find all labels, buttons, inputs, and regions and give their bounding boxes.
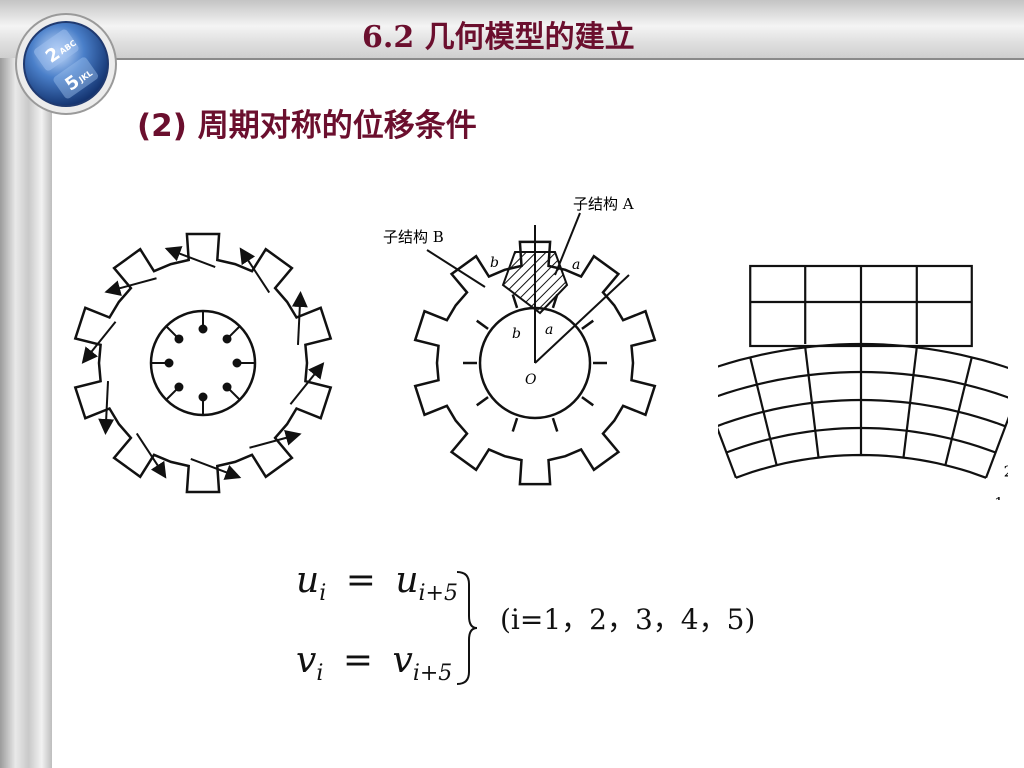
gear-outline: [73, 232, 333, 494]
edge-label-b-top: b: [490, 255, 499, 271]
eq2-rhs-sub: i+5: [412, 661, 453, 687]
figure-mesh-sector: 10594837261: [718, 250, 1008, 500]
eq1-equals: =: [345, 560, 376, 601]
eq1-rhs: u: [395, 560, 419, 601]
external-load-arrow: [81, 321, 117, 364]
inner-arrow-head: [174, 334, 184, 344]
eq1-rhs-sub: i+5: [418, 581, 458, 607]
label-substructure-b: 子结构 B: [383, 228, 444, 246]
external-load-arrow: [164, 246, 216, 269]
mesh-arc-line: [735, 453, 987, 479]
external-load-arrow: [104, 277, 157, 296]
eq1-lhs: u: [296, 560, 320, 601]
eq2-equals: =: [342, 640, 374, 681]
mesh-node-number-right: 1: [994, 494, 1004, 500]
sector-boundary-tick: [511, 417, 519, 432]
inner-arrow-head: [164, 358, 174, 368]
section-heading: (2) 周期对称的位移条件: [137, 108, 477, 144]
mesh-radial-line: [718, 426, 737, 479]
label-substructure-a: 子结构 A: [573, 195, 634, 213]
inner-arrow-head: [232, 358, 242, 368]
external-load-arrow: [135, 432, 167, 479]
sector-boundary-tick: [551, 417, 559, 432]
external-load-arrow: [249, 430, 302, 449]
eq1-lhs-sub: i: [319, 581, 327, 607]
equation-u: ui = ui+5: [296, 560, 458, 606]
center-label-o: O: [525, 372, 537, 388]
mesh-radial-line: [804, 347, 820, 458]
eq2-rhs: v: [392, 640, 413, 681]
eq2-lhs: v: [296, 640, 317, 681]
edge-label-a-top: a: [572, 257, 580, 273]
mesh-node-number-left: 6: [718, 494, 719, 500]
sector-boundary-tick: [476, 319, 489, 330]
external-load-arrow: [291, 291, 308, 346]
external-load-arrow: [239, 247, 271, 294]
mesh-arc-line: [718, 342, 1008, 370]
header-bar: [0, 0, 1024, 58]
header-divider: [110, 58, 1024, 60]
left-decorative-bar: [0, 0, 52, 768]
mesh-node-number-right: 2: [1004, 463, 1008, 481]
inner-arrow-head: [198, 392, 208, 402]
external-load-arrow: [289, 362, 325, 405]
inner-arrow-head: [198, 324, 208, 334]
mesh-radial-line: [749, 357, 778, 466]
figure-gear-loads: [70, 180, 340, 510]
edge-label-b-inner: b: [512, 326, 521, 342]
inner-arrow-head: [222, 382, 232, 392]
gear-outline-substructure: [413, 240, 657, 486]
mesh-radial-line: [985, 416, 1008, 479]
sector-boundary-tick: [581, 319, 594, 330]
inner-arrow-head: [222, 334, 232, 344]
keypad-logo-icon: 2 ABC 5 JKL: [14, 12, 118, 116]
external-load-arrow: [190, 457, 242, 480]
index-condition: (i=1，2，3，4，5): [500, 603, 756, 636]
external-load-arrow: [98, 380, 115, 435]
sector-boundary-tick: [476, 396, 489, 407]
equation-v: vi = vi+5: [296, 640, 452, 686]
figure-substructures: 子结构 A 子结构 B b a b a O: [375, 185, 695, 495]
mesh-radial-line: [902, 347, 918, 458]
sector-boundary-tick: [581, 396, 594, 407]
edge-label-a-inner: a: [545, 322, 553, 338]
sector-boundary-tick: [551, 294, 559, 309]
page-title: 6.2 几何模型的建立: [362, 20, 635, 55]
inner-arrow-head: [174, 382, 184, 392]
eq2-lhs-sub: i: [316, 661, 324, 687]
sector-boundary-tick: [511, 294, 519, 309]
curly-brace-icon: [455, 570, 479, 686]
mesh-radial-line: [944, 357, 973, 466]
